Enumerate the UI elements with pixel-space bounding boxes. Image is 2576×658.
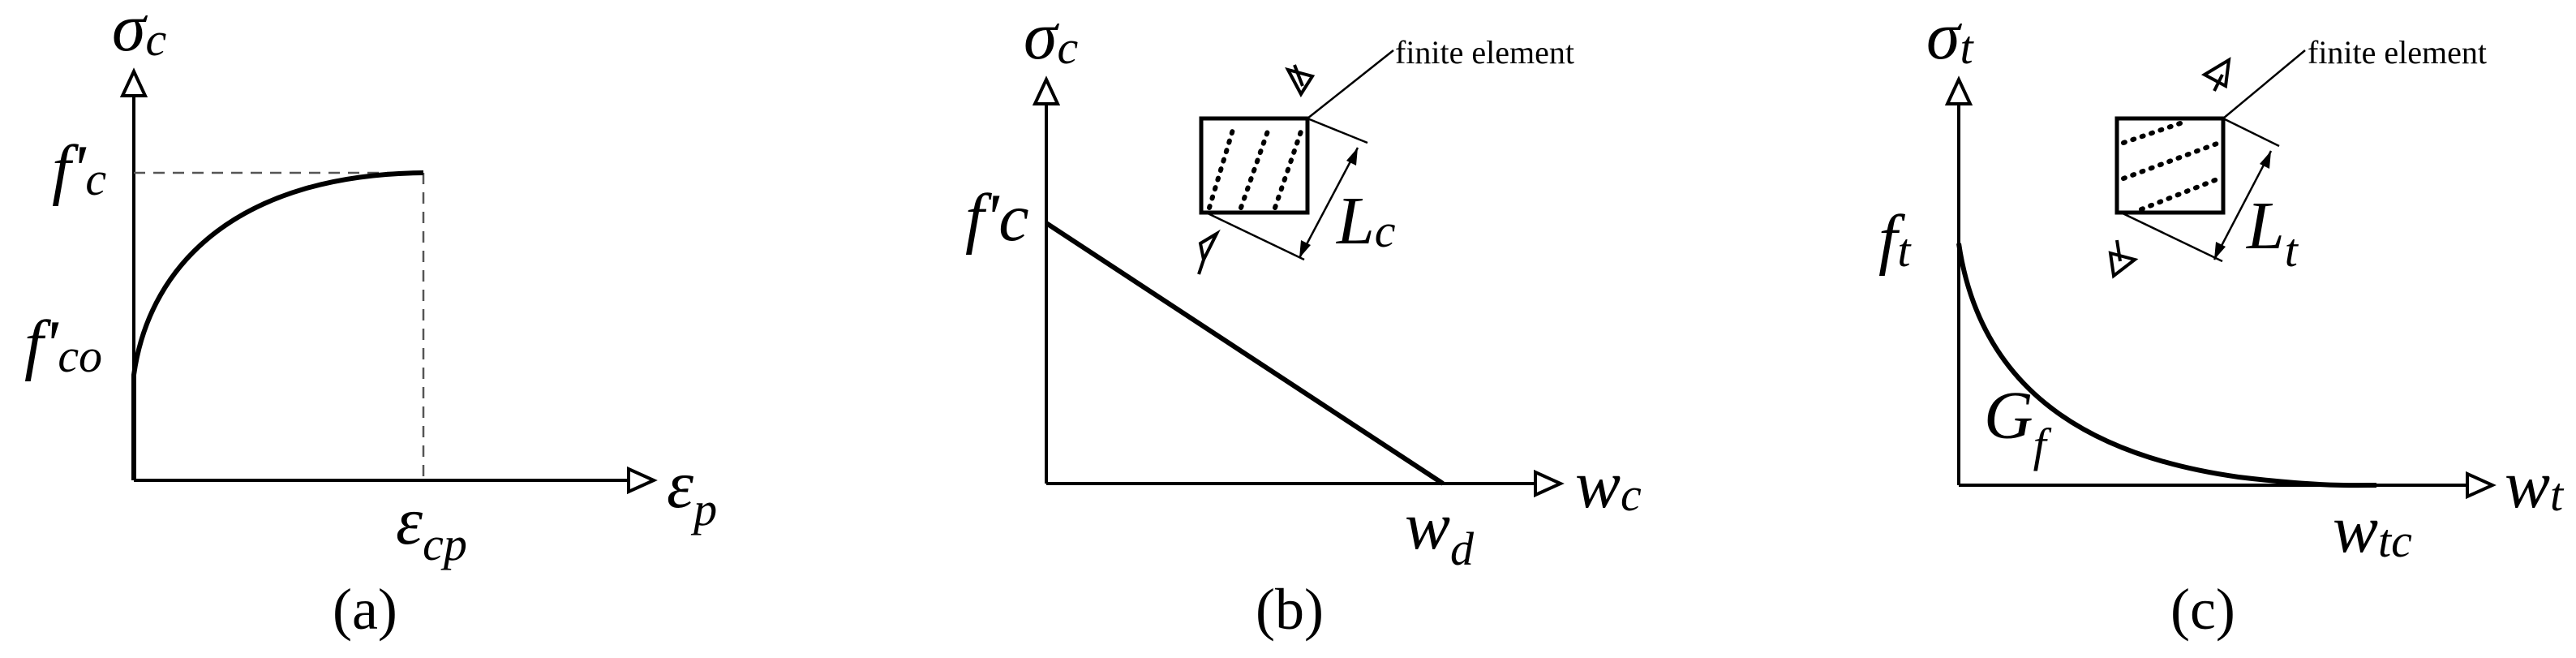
panel-a-y-arrowhead	[119, 67, 148, 97]
panel-b-fc-label: f'c	[965, 180, 1029, 256]
panel-c-y-arrowhead	[1944, 75, 1973, 105]
panel-c-caption: (c)	[2170, 577, 2235, 642]
panel-a: σc εp f'c f'co εcp (a)	[24, 0, 717, 642]
panel-c-hatch-line	[2139, 176, 2222, 212]
panel-c-load-arrow-top-stem	[2213, 74, 2224, 92]
panel-c-x-axis-label: wt	[2505, 447, 2565, 523]
panel-c-dim-arrow	[2260, 151, 2271, 169]
panel-c-load-arrow-top	[2200, 57, 2231, 89]
panel-b-dim-extension	[1307, 117, 1368, 144]
panel-b-hatch-line	[1207, 127, 1235, 210]
panel-a-hardening-curve	[131, 170, 424, 480]
panel-b-element-leader	[1307, 49, 1394, 119]
panel-c-element-label: finite element	[2308, 34, 2487, 71]
panel-c-dim-arrow	[2214, 242, 2226, 260]
panel-b: finite element Lc σc wc f'c wd (b)	[965, 0, 1642, 642]
panel-b-dim-line	[1298, 147, 1359, 259]
panel-b-y-arrowhead	[1032, 75, 1061, 105]
panel-b-caption: (b)	[1256, 577, 1324, 642]
panel-b-x-arrowhead	[1534, 469, 1565, 498]
panel-b-finite-element	[1199, 116, 1310, 215]
panel-c-gf-label: Gf	[1984, 378, 2052, 471]
panel-c: finite element Lt σt wt ft Gf wtc (c)	[1878, 0, 2565, 642]
panel-c-load-arrow-bottom-stem	[2115, 239, 2122, 262]
panel-c-hatch-line	[2121, 121, 2183, 145]
panel-b-x-axis-label: wc	[1575, 447, 1642, 523]
panel-b-load-arrow-bottom	[1198, 229, 1221, 265]
panel-c-dim-extension	[2120, 211, 2223, 263]
panel-b-dim-extension	[1205, 211, 1305, 261]
panel-c-length-label: Lt	[2246, 188, 2299, 277]
panel-b-wd-label: wd	[1405, 488, 1475, 575]
panel-a-x-arrowhead	[627, 466, 658, 495]
panel-b-length-label: Lc	[1336, 183, 1396, 259]
panel-a-x-axis-label: εp	[667, 447, 717, 535]
panel-b-hatch-line	[1273, 129, 1303, 210]
panel-a-fc-label: f'c	[52, 131, 106, 207]
panel-a-fco-label: f'co	[24, 307, 102, 382]
panel-b-y-axis-label: σc	[1024, 0, 1078, 74]
panel-c-x-arrowhead	[2466, 471, 2497, 500]
panel-c-wtc-label: wtc	[2333, 492, 2412, 567]
panel-b-dim-arrow	[1346, 148, 1358, 166]
panel-a-y-axis-label: σc	[112, 0, 166, 66]
panel-c-dim-extension	[2222, 117, 2280, 148]
panel-c-dim-line	[2213, 150, 2273, 260]
panel-c-hatch-line	[2121, 140, 2222, 181]
panel-b-hatch-line	[1239, 124, 1272, 210]
panel-b-element-label: finite element	[1395, 34, 1574, 71]
panel-c-ft-label: ft	[1878, 201, 1912, 277]
panel-c-softening-curve	[1956, 243, 2377, 488]
panel-b-softening-line	[1045, 221, 1445, 486]
panel-b-load-arrow-bottom-stem	[1197, 259, 1205, 275]
panel-a-caption: (a)	[333, 577, 397, 642]
panel-c-y-axis-label: σt	[1926, 0, 1974, 74]
panel-c-load-arrow-bottom	[2108, 251, 2139, 279]
panel-b-load-arrow-top-stem	[1293, 64, 1304, 87]
panel-b-dim-arrow	[1299, 240, 1311, 258]
panel-a-ecp-label: εcp	[396, 484, 467, 570]
panel-c-element-leader	[2222, 49, 2306, 119]
